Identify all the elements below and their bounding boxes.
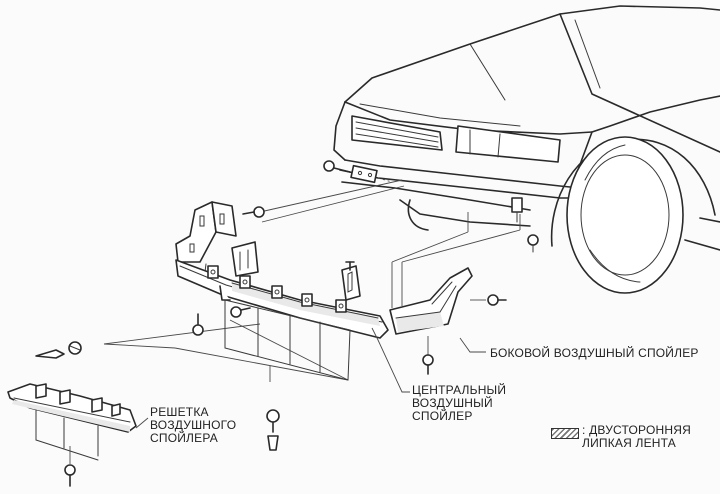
label-center-spoiler-line-3: СПОЙЛЕР bbox=[412, 409, 473, 423]
legend-label-line-2: ЛИПКАЯ ЛЕНТА bbox=[582, 436, 676, 450]
label-center-spoiler: ЦЕНТРАЛЬНЫЙ ВОЗДУШНЫЙ СПОЙЛЕР bbox=[412, 384, 506, 423]
label-side-spoiler: БОКОВОЙ ВОЗДУШНЫЙ СПОЙЛЕР bbox=[490, 346, 699, 360]
car-front bbox=[333, 5, 720, 294]
label-center-spoiler-line-2: ВОЗДУШНЫЙ bbox=[412, 396, 493, 410]
legend-label: : ДВУСТОРОННЯЯ ЛИПКАЯ ЛЕНТА bbox=[582, 424, 691, 450]
legend-label-line-1: : ДВУСТОРОННЯЯ bbox=[582, 423, 691, 437]
center-spoiler bbox=[175, 259, 389, 339]
upper-bracket-assembly bbox=[175, 160, 405, 281]
label-grille-line-3: СПОЙЛЕРА bbox=[150, 431, 218, 445]
label-grille-line-1: РЕШЕТКА bbox=[150, 405, 209, 419]
side-spoiler bbox=[389, 212, 521, 375]
legend-hatch-swatch bbox=[551, 428, 579, 439]
label-center-spoiler-line-1: ЦЕНТРАЛЬНЫЙ bbox=[412, 383, 507, 397]
label-grille-line-2: ВОЗДУШНОГО bbox=[150, 418, 237, 432]
spoiler-grille-assembly bbox=[7, 299, 351, 487]
leader-lines bbox=[135, 327, 486, 429]
label-grille: РЕШЕТКА ВОЗДУШНОГО СПОЙЛЕРА bbox=[150, 406, 236, 445]
